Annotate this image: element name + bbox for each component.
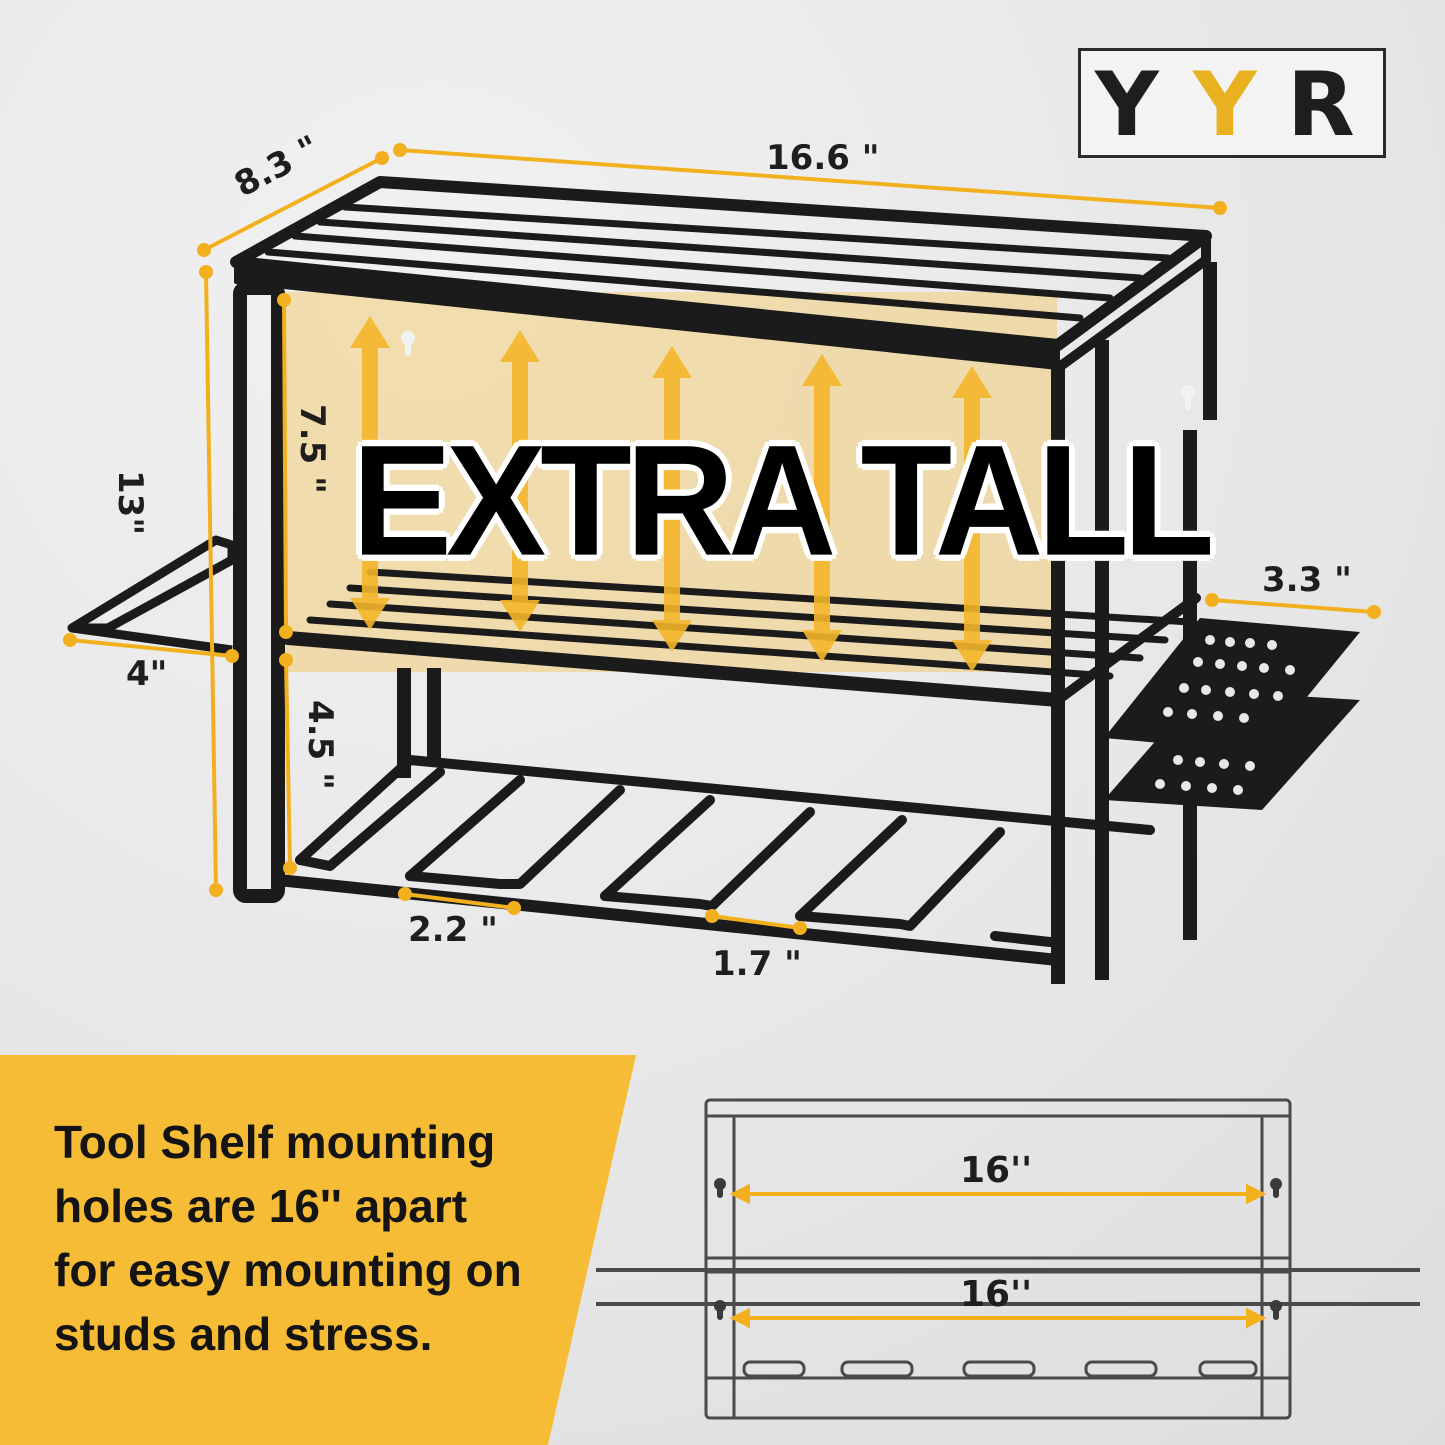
right-plates xyxy=(1104,618,1360,810)
caption-line: Tool Shelf mounting xyxy=(54,1116,496,1168)
arrow-icon xyxy=(802,354,842,662)
plate-dimension: 3.3 " xyxy=(1262,560,1352,600)
dimension-lines xyxy=(63,143,1381,935)
mounting-caption: Tool Shelf mounting holes are 16'' apart… xyxy=(54,1110,524,1366)
left-hanger xyxy=(67,535,237,655)
hanger-dimension: 4" xyxy=(126,654,168,694)
middle-shelf xyxy=(281,568,1201,707)
slot-width-dimension: 2.2 " xyxy=(408,910,498,950)
brand-logo: Y Y R xyxy=(1078,48,1386,158)
shelf-gap-dimension: 7.5 " xyxy=(292,404,332,494)
bottom-hole-spacing: 16'' xyxy=(960,1274,1033,1315)
mounting-dimension-lines xyxy=(729,1183,1267,1329)
keyhole-icons xyxy=(401,331,1195,410)
headline: EXTRA TALL xyxy=(352,411,1215,589)
arrow-icon xyxy=(350,316,390,630)
lower-gap-dimension: 4.5 " xyxy=(300,700,340,790)
logo-letter: R xyxy=(1287,53,1355,156)
logo-letter: Y xyxy=(1193,53,1257,156)
mounting-keyholes xyxy=(714,1178,1282,1320)
slot-gap-dimension: 1.7 " xyxy=(712,944,802,984)
arrow-icon xyxy=(952,366,992,672)
mounting-diagram xyxy=(596,1098,1420,1420)
height-arrows xyxy=(350,316,992,672)
height-dimension: 13" xyxy=(110,470,150,536)
logo-letter: Y xyxy=(1095,53,1159,156)
top-hole-spacing: 16'' xyxy=(960,1150,1033,1191)
width-dimension: 16.6 " xyxy=(766,138,880,178)
caption-line: for easy mounting on xyxy=(54,1244,522,1296)
caption-line: studs and stress. xyxy=(54,1308,433,1360)
caption-line: holes are 16'' apart xyxy=(54,1180,468,1232)
caption-panel xyxy=(0,1055,636,1445)
arrow-icon xyxy=(500,330,540,632)
arrow-icon xyxy=(652,346,692,652)
